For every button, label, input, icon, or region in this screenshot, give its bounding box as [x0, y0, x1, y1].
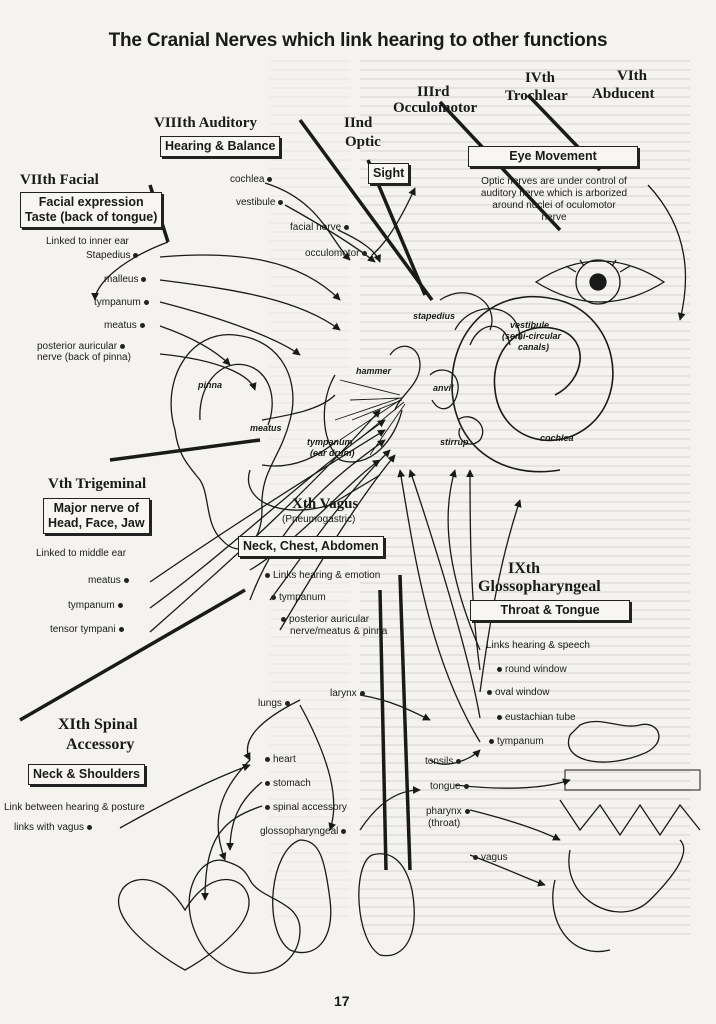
ear-label-meatus: meatus — [250, 423, 282, 433]
optic-nerve-number: IInd — [344, 115, 373, 131]
facial-item-back-of-pinna: nerve (back of pinna) — [37, 352, 131, 363]
auditory-item-facial-nerve: facial nerve — [290, 222, 352, 233]
facial-item-tympanum: tympanum — [94, 297, 152, 308]
facial-nerve-name: VIIth Facial — [20, 172, 99, 188]
trigeminal-item-tympanum: tympanum — [68, 600, 126, 611]
vagus-organ-lungs: lungs — [258, 698, 293, 709]
ear-label-cochlea: cochlea — [540, 433, 574, 443]
trigeminal-item-tensor-tympani: tensor tympani — [50, 624, 127, 635]
trigeminal-box: Major nerve of Head, Face, Jaw — [43, 498, 150, 534]
ear-label-semi-circular: (semi-circular — [502, 331, 562, 341]
neck-shoulders-box: Neck & Shoulders — [28, 764, 145, 785]
page-number: 17 — [334, 993, 350, 1009]
pinna-drawing — [170, 334, 294, 550]
stomach-drawing — [188, 859, 301, 974]
sight-box: Sight — [368, 163, 410, 184]
glossopharyngeal-linked-label: Links hearing & speech — [486, 640, 590, 651]
page-title: The Cranial Nerves which link hearing to… — [108, 30, 608, 51]
glosso-item-eustachian-tube: eustachian tube — [494, 712, 576, 723]
abducent-name: Abducent — [592, 86, 655, 102]
trigeminal-nerve-name: Vth Trigeminal — [48, 476, 147, 492]
ear-label-canals: canals) — [518, 342, 550, 352]
occulomotor-number: IIIrd — [417, 84, 450, 100]
glosso-item-round-window: round window — [494, 664, 567, 675]
facial-box-line-1: Facial expression — [38, 195, 144, 209]
trigeminal-linked-label: Linked to middle ear — [36, 548, 127, 559]
vagus-organ-heart: heart — [262, 754, 296, 765]
trigeminal-box-line-1: Major nerve of — [53, 501, 139, 515]
glosso-item-oval-window: oval window — [484, 687, 549, 698]
ear-label-stapedius: stapedius — [413, 311, 456, 321]
facial-item-posterior-auricular: posterior auricular — [37, 341, 128, 352]
vagus-item-tympanum: tympanum — [268, 592, 326, 603]
auditory-box: Hearing & Balance — [160, 136, 281, 157]
ear-label-pinna: pinna — [198, 380, 222, 390]
optic-nerve-name: Optic — [345, 134, 381, 150]
glosso-item-pharynx: pharynx — [426, 806, 473, 817]
glosso-item-vagus: vagus — [470, 852, 508, 863]
connector-lines — [91, 182, 687, 901]
vagus-subtitle: (Pneumogastric) — [282, 514, 356, 525]
glosso-item-tonsils: tonsils — [425, 756, 464, 767]
glosso-item-throat: (throat) — [428, 818, 461, 829]
auditory-item-cochlea: cochlea — [230, 174, 275, 185]
ear-label-tympanum: tympanum — [307, 437, 353, 447]
vagus-organ-larynx: larynx — [330, 688, 368, 699]
vagus-nerve-name: Xth Vagus — [292, 496, 359, 512]
facial-item-stapedius: Stapedius — [86, 250, 141, 261]
eye-movement-note: Optic nerves are under control of audito… — [480, 176, 628, 223]
occulomotor-name: Occulomotor — [393, 100, 478, 116]
spinal-item-links-with-vagus: links with vagus — [14, 822, 95, 833]
auditory-item-occulomotor: occulomotor — [305, 248, 370, 259]
throat-drawing — [567, 720, 660, 763]
vagus-organ-glossopharyngeal: glossopharyngeal — [260, 826, 349, 837]
ear-label-anvil: anvil — [433, 383, 454, 393]
cochlea-drawing — [451, 295, 614, 473]
facial-box-line-2: Taste (back of tongue) — [25, 210, 158, 224]
spinal-nerve-name: Accessory — [66, 736, 135, 753]
vagus-item-posterior-auricular: posterior auricular — [278, 614, 369, 625]
spinal-nerve-number: XIth Spinal — [58, 716, 138, 733]
auditory-item-vestibule: vestibule — [236, 197, 286, 208]
glossopharyngeal-name: Glossopharyngeal — [478, 578, 601, 595]
abducent-number: VIth — [617, 68, 648, 84]
spinal-linked-label: Link between hearing & posture — [4, 802, 145, 813]
glossopharyngeal-number: IXth — [508, 560, 541, 577]
facial-item-meatus: meatus — [104, 320, 148, 331]
ear-label-stirrup: stirrup — [440, 437, 469, 447]
ear-label-ear-drum: (ear drum) — [310, 448, 355, 458]
trigeminal-box-line-2: Head, Face, Jaw — [48, 516, 145, 530]
vagus-organ-spinal-accessory: spinal accessory — [262, 802, 347, 813]
facial-box: Facial expression Taste (back of tongue) — [20, 192, 163, 228]
vagus-box: Neck, Chest, Abdomen — [238, 536, 384, 557]
trochlear-name: Trochlear — [505, 88, 568, 104]
trigeminal-item-meatus: meatus — [88, 575, 132, 586]
vagus-linked-label: Links hearing & emotion — [262, 570, 380, 581]
glosso-item-tongue: tongue — [430, 781, 472, 792]
heart-drawing — [117, 878, 250, 971]
ear-label-vestibule: vestibule — [510, 320, 550, 330]
trochlear-number: IVth — [525, 70, 556, 86]
facial-linked-label: Linked to inner ear — [46, 236, 129, 247]
eye-drawing — [534, 259, 666, 305]
eye-movement-box: Eye Movement — [468, 146, 638, 167]
lungs-drawing — [272, 839, 415, 957]
background-text-left — [270, 60, 350, 920]
ear-label-hammer: hammer — [356, 366, 392, 376]
glosso-item-tympanum: tympanum — [486, 736, 544, 747]
facial-item-malleus: malleus — [104, 274, 149, 285]
auditory-nerve-name: VIIIth Auditory — [154, 115, 257, 131]
glossopharyngeal-box: Throat & Tongue — [470, 600, 630, 621]
vagus-organ-stomach: stomach — [262, 778, 311, 789]
vagus-item-meatus-pinna: nerve/meatus & pinna — [290, 626, 388, 637]
